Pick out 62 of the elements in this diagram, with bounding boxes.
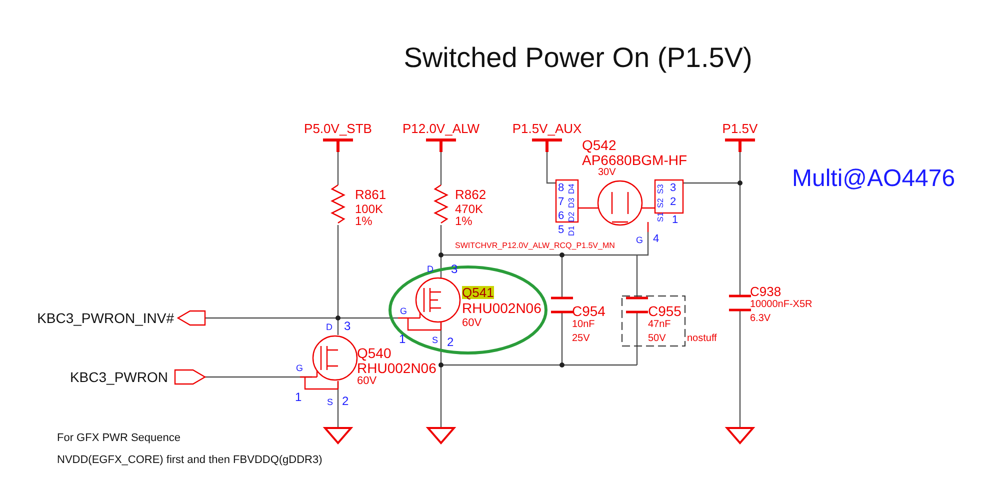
net-label: P12.0V_ALW — [402, 122, 480, 135]
pin-name: S — [327, 398, 334, 407]
pin-name: G — [636, 236, 644, 245]
note: nostuff — [687, 334, 717, 344]
part-value: RHU002N06 — [462, 301, 542, 315]
pin-number: 2 — [342, 395, 349, 407]
pin-name: D1 — [568, 226, 576, 236]
part-value: 50V — [648, 334, 666, 344]
pin-name: G — [400, 307, 408, 316]
part-value: 6.3V — [750, 314, 771, 324]
part-ref: C955 — [648, 304, 682, 318]
pin-number: 2 — [670, 197, 676, 208]
part-value: AP6680BGM-HF — [582, 153, 688, 167]
pin-name: S2 — [657, 198, 665, 208]
net-label: P1.5V — [722, 122, 758, 135]
pin-name: S1 — [657, 212, 665, 222]
part-ref: C938 — [750, 285, 782, 298]
note: Multi@AO4476 — [792, 167, 956, 191]
pin-name: D — [326, 323, 332, 332]
pin-number: 4 — [653, 234, 660, 245]
part-value: 25V — [572, 334, 590, 344]
part-value: 1% — [455, 215, 472, 227]
pin-number: 7 — [558, 197, 564, 208]
part-value: RHU002N06 — [357, 361, 436, 375]
part-ref: Q540 — [357, 346, 392, 360]
pin-number: 2 — [447, 336, 454, 348]
pin-name: G — [296, 364, 304, 373]
part-value: 47nF — [648, 320, 671, 330]
net-label: P5.0V_STB — [304, 122, 372, 135]
part-value: 10000nF-X5R — [750, 300, 812, 310]
net-label: SWITCHVR_P12.0V_ALW_RCQ_P1.5V_MN — [455, 242, 615, 250]
pin-number: 8 — [558, 183, 564, 194]
pin-number: 3 — [670, 183, 676, 194]
pin-number: 1 — [399, 333, 406, 345]
pin-number: 1 — [672, 215, 678, 226]
port-label: KBC3_PWRON — [70, 370, 168, 384]
part-value: 60V — [462, 318, 482, 329]
note: For GFX PWR Sequence — [57, 433, 180, 444]
pin-name: S3 — [657, 184, 665, 194]
part-value: 1% — [355, 215, 372, 227]
pin-name: D3 — [568, 198, 576, 208]
part-value: 10nF — [572, 320, 595, 330]
part-value: 100K — [355, 203, 384, 215]
title: Switched Power On (P1.5V) — [404, 44, 752, 72]
pin-number: 3 — [344, 320, 351, 332]
part-ref: Q541 — [462, 286, 494, 299]
part-value: 30V — [598, 168, 616, 178]
pin-name: D2 — [568, 212, 576, 222]
part-ref: R862 — [455, 188, 486, 201]
part-value: 470K — [455, 203, 484, 215]
note: NVDD(EGFX_CORE) first and then FBVDDQ(gDDR3) — [57, 455, 322, 466]
pin-name: S — [432, 336, 438, 345]
net-label: P1.5V_AUX — [512, 122, 582, 135]
port-label: KBC3_PWRON_INV# — [37, 311, 174, 325]
pin-number: 6 — [558, 211, 564, 222]
part-ref: C954 — [572, 304, 606, 318]
part-ref: Q542 — [582, 138, 616, 152]
pin-number: 5 — [558, 225, 564, 236]
pin-name: D4 — [568, 184, 576, 194]
part-value: 60V — [357, 376, 377, 387]
pin-number: 1 — [295, 391, 302, 403]
part-ref: R861 — [355, 188, 386, 201]
